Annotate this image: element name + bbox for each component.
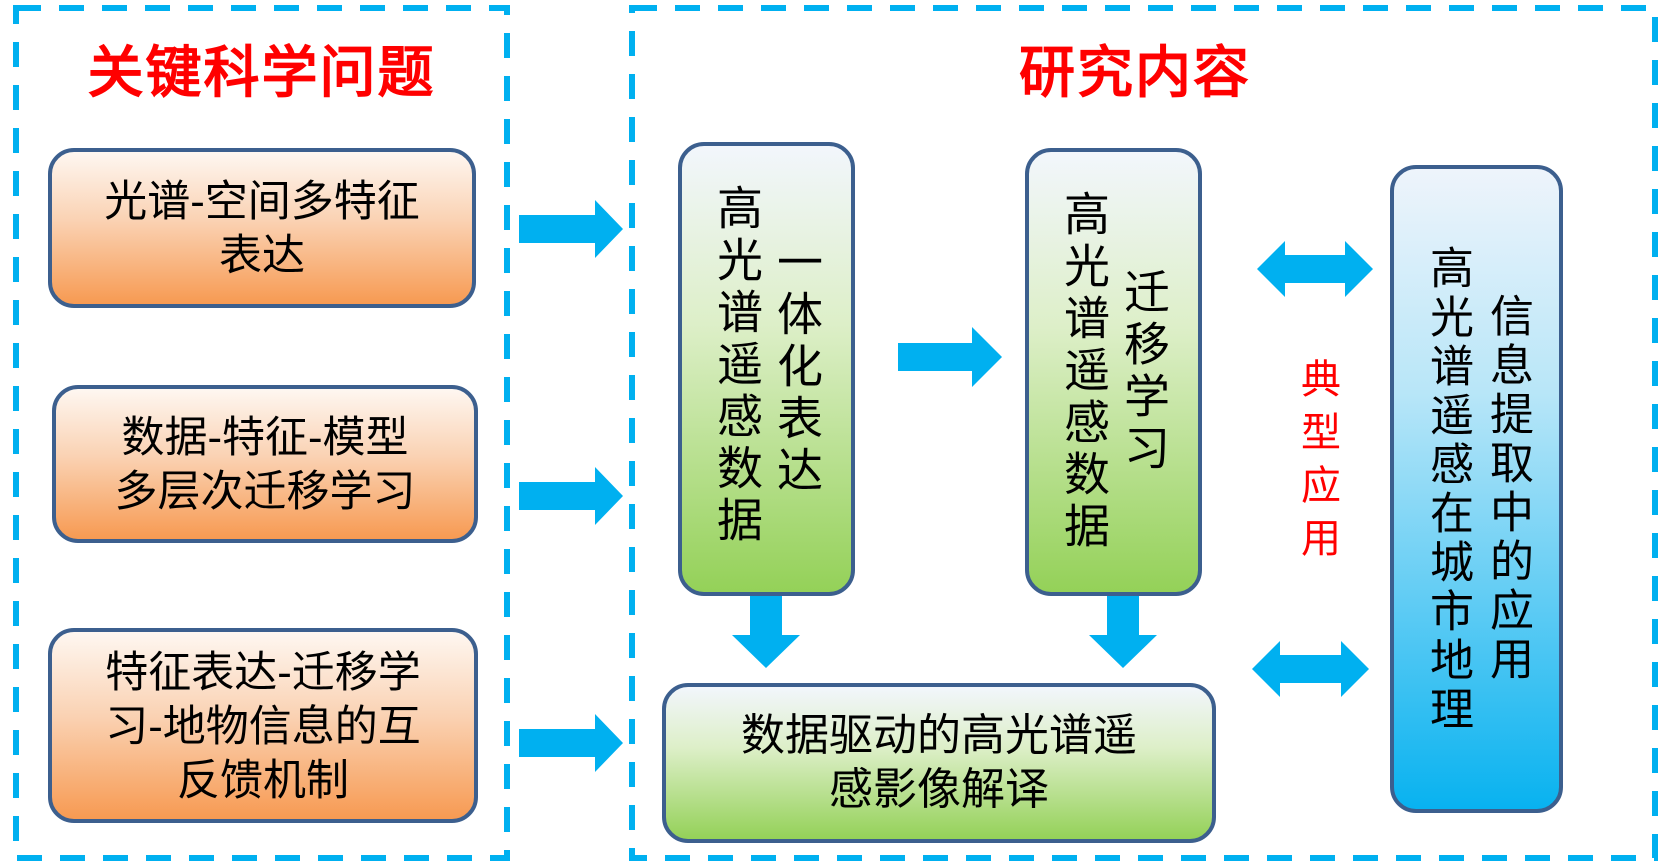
key-question-3-line-3: 反馈机制 (177, 756, 349, 806)
key-question-3-line-1: 特征表达-迁移学 (105, 648, 421, 698)
research-box-2-col-1: 高光谱遥感数据 (1057, 190, 1111, 554)
key-question-1-line-2: 表达 (219, 231, 305, 281)
research-box-transfer-learning: 高光谱遥感数据 迁移学习 (1025, 148, 1202, 596)
research-box-3-line-1: 数据驱动的高光谱遥 (741, 710, 1137, 761)
key-question-box-2: 数据-特征-模型 多层次迁移学习 (52, 385, 478, 543)
typical-application-label: 典型应用 (1294, 358, 1340, 570)
application-box-urban-geography: 高光谱遥感在城市地理 信息提取中的应用 (1390, 165, 1563, 813)
double-arrow-icon (1252, 641, 1369, 697)
research-box-1-col-2: 一体化表达 (770, 238, 824, 498)
research-box-1-col-1: 高光谱遥感数据 (710, 184, 764, 548)
research-box-3-line-2: 感影像解译 (829, 764, 1049, 815)
arrow-right-icon (519, 467, 623, 525)
key-question-3-line-2: 习-地物信息的互 (105, 702, 421, 752)
arrow-right-icon (519, 714, 623, 772)
research-box-image-interpretation: 数据驱动的高光谱遥 感影像解译 (662, 683, 1216, 843)
double-arrow-icon (1257, 241, 1373, 297)
research-box-2-col-2: 迁移学习 (1117, 268, 1171, 476)
arrow-right-icon (519, 200, 623, 258)
research-content-title: 研究内容 (1019, 41, 1251, 106)
key-question-box-3: 特征表达-迁移学 习-地物信息的互 反馈机制 (48, 628, 478, 823)
key-question-2-line-1: 数据-特征-模型 (121, 413, 409, 463)
application-box-col-1: 高光谱遥感在城市地理 (1422, 245, 1473, 735)
arrow-right-icon (898, 327, 1002, 387)
application-box-col-2: 信息提取中的应用 (1482, 293, 1533, 685)
key-question-box-1: 光谱-空间多特征 表达 (48, 148, 476, 308)
key-question-1-line-1: 光谱-空间多特征 (104, 177, 420, 227)
research-box-integrated-representation: 高光谱遥感数据 一体化表达 (678, 142, 855, 596)
key-questions-title: 关键科学问题 (87, 41, 436, 106)
arrow-down-icon (732, 588, 800, 668)
arrow-down-icon (1089, 588, 1157, 668)
key-question-2-line-2: 多层次迁移学习 (114, 467, 416, 517)
